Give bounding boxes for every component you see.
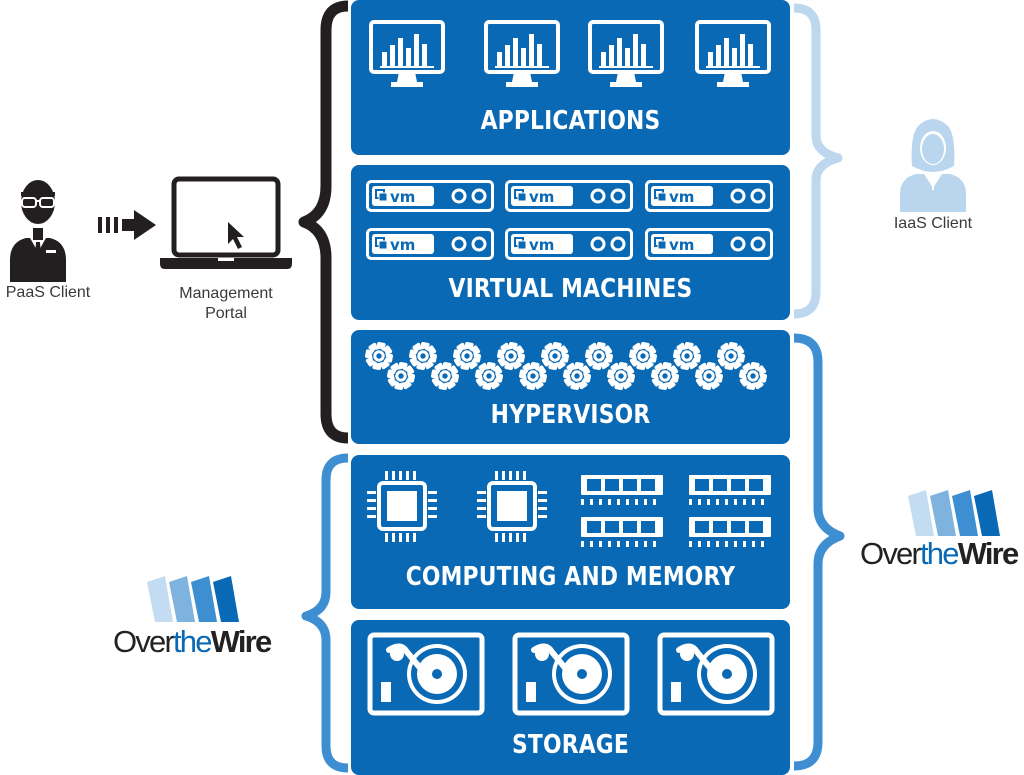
monitor-chart-icon	[484, 20, 560, 87]
storage-label: STORAGE	[512, 730, 629, 760]
paas-client-icon	[10, 180, 66, 282]
vm-server-unit: vm	[505, 228, 633, 260]
management-portal-label: Management Portal	[179, 285, 273, 322]
hypervisor-layer: HYPERVISOR	[351, 330, 790, 444]
virtual-machines-layer: vm vm vm vm vm vm VIRTUAL MACHINES	[351, 165, 790, 320]
vm-badge: vm	[669, 236, 694, 254]
applications-layer: APPLICATIONS	[351, 0, 790, 155]
virtual-machines-label: VIRTUAL MACHINES	[448, 274, 693, 304]
vm-badge: vm	[390, 188, 415, 206]
logo-text: OvertheWire	[113, 624, 272, 659]
ram-modules-icon	[579, 475, 665, 547]
logo-mark-icon	[908, 490, 1000, 536]
hard-drive-icon	[657, 632, 775, 716]
overthewire-logo: OvertheWire	[860, 490, 1024, 570]
vm-server-unit: vm	[645, 228, 773, 260]
vm-server-unit: vm	[645, 180, 773, 212]
monitor-chart-icon	[588, 20, 664, 87]
iaas-client-icon	[900, 119, 966, 212]
iaas-brace	[793, 3, 843, 319]
vm-server-unit: vm	[505, 180, 633, 212]
vm-badge: vm	[669, 188, 694, 206]
computing-memory-label: COMPUTING AND MEMORY	[405, 562, 736, 592]
hypervisor-label: HYPERVISOR	[490, 400, 651, 430]
ram-modules-icon	[689, 475, 771, 547]
paas-brace	[298, 0, 349, 444]
vm-badge: vm	[529, 236, 554, 254]
hard-drive-icon	[367, 632, 485, 716]
laptop-icon	[160, 176, 292, 269]
logo-mark-icon	[147, 576, 239, 622]
vm-server-unit: vm	[366, 228, 494, 260]
iaas-client-label: IaaS Client	[893, 215, 973, 232]
cpu-chip-icon	[367, 471, 437, 542]
vm-badge: vm	[390, 236, 415, 254]
computing-memory-layer: COMPUTING AND MEMORY	[351, 455, 790, 609]
infrastructure-brace-left	[301, 453, 349, 773]
cpu-chip-icon	[477, 471, 547, 542]
cursor-icon	[228, 222, 244, 249]
paas-client-label: PaaS Client	[5, 284, 91, 301]
vm-badge: vm	[529, 188, 554, 206]
overthewire-logo: OvertheWire	[113, 576, 277, 658]
arrow-right-icon	[98, 210, 156, 240]
monitor-chart-icon	[695, 20, 771, 87]
applications-label: APPLICATIONS	[480, 106, 661, 136]
storage-layer: STORAGE	[351, 620, 790, 775]
vm-server-unit: vm	[366, 180, 494, 212]
gears-icon	[365, 342, 767, 390]
infrastructure-brace-right	[793, 333, 845, 771]
hard-drive-icon	[512, 632, 630, 716]
monitor-chart-icon	[369, 20, 445, 87]
logo-text: OvertheWire	[860, 536, 1019, 571]
